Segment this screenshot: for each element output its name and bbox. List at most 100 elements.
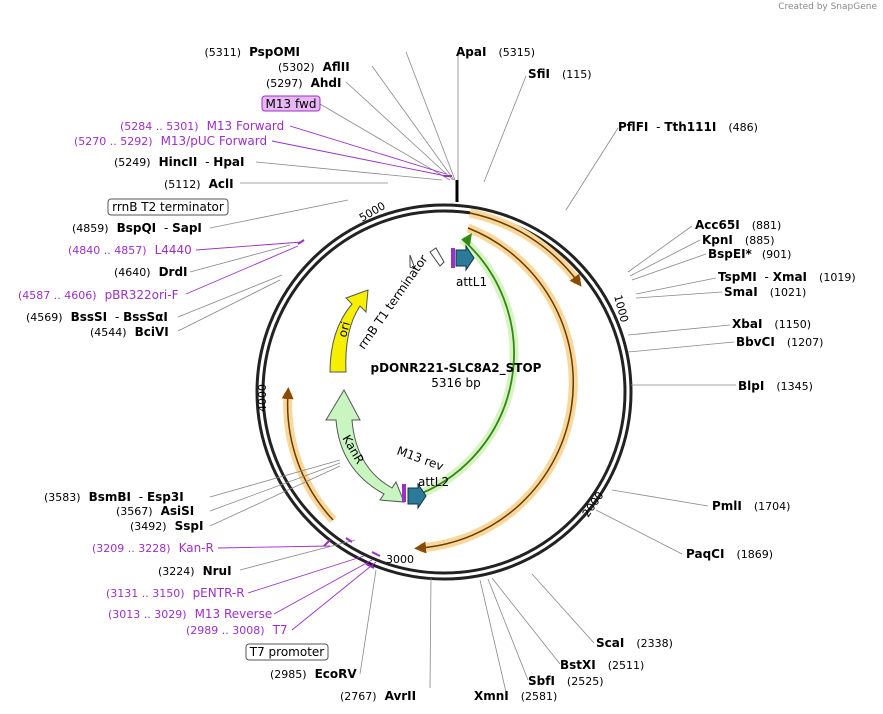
enz-pos: (901) [762, 248, 792, 261]
enz-name: XbaI [732, 317, 762, 331]
enz-star: * [746, 247, 753, 261]
enz-name: AhdI [311, 76, 342, 90]
svg-text:(2989 .. 3008)T7: (2989 .. 3008) T7 [186, 623, 288, 637]
attl2-arrow [407, 482, 427, 510]
rrnb-t2-glyph [409, 254, 416, 270]
enz-name2: HpaI [213, 155, 244, 169]
svg-text:PflFI - Tth111I(486): PflFI - Tth111I(486) [618, 120, 758, 134]
box-t7-promoter [245, 643, 329, 661]
svg-text:(5284 .. 5301)M13 Forward: (5284 .. 5301) M13 Forward [120, 119, 284, 133]
tick-3000: 3000 [386, 553, 414, 566]
label-attl1: attL1 [456, 275, 487, 289]
svg-text:(4640)DrdI: (4640)DrdI [114, 265, 188, 279]
enz-name2: BssSαI [123, 310, 168, 324]
enz-pos: (4569) [26, 311, 63, 324]
enz-pos: (2525) [567, 675, 604, 688]
label-ori: ori [335, 320, 353, 339]
tick-4000: 4000 [256, 384, 269, 412]
primer-range: (5284 .. 5301) [120, 120, 199, 133]
svg-text:(3567)AsiSI: (3567)AsiSI [116, 504, 194, 518]
enz-pos: (1150) [774, 318, 811, 331]
svg-text:(4840 .. 4857)L4440: (4840 .. 4857) L4440 [68, 243, 192, 257]
enz-pos: (2511) [608, 659, 645, 672]
enz-pos: (2985) [270, 668, 307, 681]
svg-text:(5112)AclI: (5112)AclI [164, 177, 234, 191]
svg-text:PmlI(1704): PmlI(1704) [712, 499, 790, 513]
svg-text:XmnI(2581): XmnI (2581) [474, 689, 557, 703]
svg-text:(3209 .. 3228)Kan-R: (3209 .. 3228)Kan-R [92, 541, 214, 555]
svg-text:(5311)PspOMI: (5311)PspOMI [204, 45, 300, 59]
svg-text:(3492)SspI: (3492) SspI [130, 519, 203, 533]
enz-pos: (5315) [498, 46, 535, 59]
primer-range: (2989 .. 3008) [186, 624, 265, 637]
enz-name: BsmBI [89, 490, 131, 504]
primer-name: L4440 [155, 243, 192, 257]
primer-labels: (5284 .. 5301) M13 Forward (5270 .. 5292)… [18, 119, 288, 637]
primer-name: pBR322ori-F [105, 288, 179, 302]
enz-name: BciVI [135, 325, 169, 339]
label-t7-promoter: T7 promoter [249, 645, 325, 659]
plasmid-length: 5316 bp [431, 376, 481, 390]
primer-range: (3131 .. 3150) [106, 587, 185, 600]
enz-pos: (3583) [44, 491, 81, 504]
enz-name: AsiSI [161, 504, 195, 518]
enz-name: BbvCI [736, 335, 775, 349]
svg-text:SfiI(115): SfiI(115) [528, 67, 592, 81]
rrnb-t1-glyph [429, 247, 445, 267]
svg-text:(4569)BssSI - BssSαI: (4569)BssSI - BssSαI [26, 310, 168, 324]
svg-text:SbfI(2525): SbfI(2525) [528, 674, 604, 688]
svg-text:(3131 .. 3150)pENTR-R: (3131 .. 3150) pENTR-R [106, 586, 245, 600]
enz-pos: (4640) [114, 266, 151, 279]
enz-pos: (5302) [278, 61, 315, 74]
enz-name: AflII [323, 60, 350, 74]
backbone-inner [261, 209, 627, 575]
attl1-arrow [455, 244, 475, 272]
attl1-marker [451, 248, 455, 268]
label-m13rev: M13 rev [395, 444, 445, 474]
enz-pos: (1207) [787, 336, 824, 349]
enz-name: KpnI [702, 233, 733, 247]
label-attl2: attL2 [418, 475, 449, 489]
enz-pos: (1704) [754, 500, 791, 513]
kanr-arrow [325, 388, 405, 503]
enz-name: BspQI [117, 221, 157, 235]
enz-name: SmaI [724, 285, 758, 299]
enz-name: BstXI [560, 658, 596, 672]
leader-lines [177, 51, 736, 693]
svg-text:XbaI(1150): XbaI (1150) [732, 317, 811, 331]
ori-arrow [329, 289, 369, 373]
primer-name: pENTR-R [193, 586, 245, 600]
primer-name: T7 [272, 623, 288, 637]
enz-pos: (3224) [158, 565, 195, 578]
enz-pos: (2767) [340, 690, 377, 703]
primer-marks [297, 175, 452, 569]
enz-name: SspI [175, 519, 204, 533]
enz-pos: (2581) [521, 690, 558, 703]
orf-arc-3 [283, 392, 337, 524]
enz-name: PflFI [618, 120, 648, 134]
svg-text:(3583)BsmBI - Esp3I: (3583)BsmBI - Esp3I [44, 490, 184, 504]
enz-pos: (2338) [636, 637, 673, 650]
enzyme-labels-left: (5311)PspOMI (5302)AflII (5297)AhdI (524… [26, 45, 416, 703]
enz-pos: (1019) [819, 271, 856, 284]
enz-name2: Esp3I [147, 490, 184, 504]
svg-text:SmaI(1021): SmaI(1021) [724, 285, 806, 299]
attl2-marker [402, 484, 406, 502]
enz-name: XmnI [474, 689, 509, 703]
enz-name: PspOMI [249, 45, 300, 59]
primer-range: (4587 .. 4606) [18, 289, 97, 302]
primer-name: M13 Reverse [195, 607, 273, 621]
enz-name2: XmaI [773, 270, 807, 284]
enz-pos: (881) [752, 219, 782, 232]
label-rrnb-t2: rrnB T2 terminator [112, 200, 224, 214]
box-rrnb-t2 [107, 198, 229, 216]
svg-text:(5270 .. 5292)M13/pUC Forward: (5270 .. 5292)M13/pUC Forward [74, 134, 267, 148]
primer-range: (4840 .. 4857) [68, 244, 147, 257]
label-m13fwd: M13 fwd [266, 97, 317, 111]
primer-name: M13 Forward [207, 119, 285, 133]
enz-pos: (3492) [130, 520, 167, 533]
svg-text:(4587 .. 4606)pBR322ori-F: (4587 .. 4606) pBR322ori-F [18, 288, 179, 302]
primer-range: (3013 .. 3029) [108, 608, 187, 621]
svg-text:(2985)EcoRV: (2985)EcoRV [270, 667, 357, 681]
